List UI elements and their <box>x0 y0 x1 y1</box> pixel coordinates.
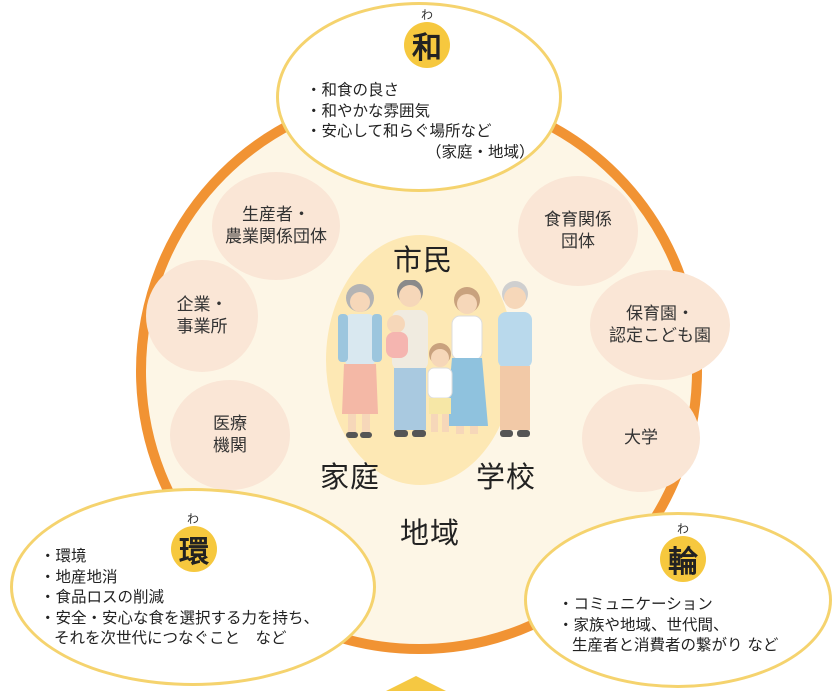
grandpa-figure <box>498 281 532 437</box>
environment-line-4: ・安全・安心な食を選択する力を持ち、 <box>40 608 320 627</box>
environment-line-2: ・地産地消 <box>40 567 118 586</box>
harmony-text: ・和食の良さ ・和やかな雰囲気 ・安心して和らぐ場所など （家庭・地域） <box>306 80 535 162</box>
producers-line2: 農業関係団体 <box>225 227 327 247</box>
baby-figure <box>386 315 408 358</box>
nursery-line1: 保育園・ <box>626 303 694 324</box>
mother-figure <box>446 287 488 434</box>
medical-line1: 医療 <box>213 413 247 434</box>
environment-text: ・環境 ・地産地消 ・食品ロスの削減 ・安全・安心な食を選択する力を持ち、 それ… <box>40 546 319 649</box>
nursery-circle: 保育園・認定こども園 <box>590 270 730 380</box>
food-edu-line1: 食育関係 <box>544 209 612 230</box>
producers-line1: 生産者・ <box>242 204 310 225</box>
harmony-line-4: （家庭・地域） <box>426 142 535 161</box>
environment-ruby: わ <box>187 512 200 526</box>
boy-figure <box>427 343 453 432</box>
circle-bond-badge: 輪 <box>660 536 706 582</box>
harmony-line-3: ・安心して和らぐ場所など <box>306 122 492 141</box>
circle-bond-line-3: 生産者と消費者の繋がり など <box>572 636 779 655</box>
circle-bond-line-2: ・家族や地域、世代間、 <box>558 615 729 634</box>
university-line1: 大学 <box>624 427 658 448</box>
circle-bond-line-1: ・コミュニケーション <box>558 595 713 613</box>
environment-line-1: ・環境 <box>40 547 87 565</box>
harmony-ruby: わ <box>421 8 434 22</box>
environment-bubble <box>10 488 376 686</box>
down-arrow-icon <box>386 676 446 691</box>
business-line2: 事業所 <box>176 317 228 337</box>
citizens-label: 市民 <box>393 243 454 277</box>
environment-line-5: それを次世代につなぐこと など <box>54 629 287 648</box>
environment-line-3: ・食品ロスの削減 <box>40 588 165 607</box>
medical-circle: 医療機関 <box>170 380 290 490</box>
father-figure <box>392 280 428 437</box>
circle-bond-text: ・コミュニケーション ・家族や地域、世代間、 生産者と消費者の繋がり など <box>558 594 778 656</box>
family-illustration <box>338 280 532 438</box>
medical-line2: 機関 <box>213 436 247 456</box>
business-line1: 企業・ <box>176 294 228 315</box>
producers-circle: 生産者・農業関係団体 <box>212 172 340 280</box>
harmony-line-2: ・和やかな雰囲気 <box>306 101 431 120</box>
nursery-line2: 認定こども園 <box>609 326 711 346</box>
food-edu-line2: 団体 <box>561 232 595 252</box>
grandma-figure <box>338 284 382 438</box>
harmony-badge: 和 <box>404 22 450 68</box>
region-label: 地域 <box>400 516 461 550</box>
environment-badge: 環 <box>171 526 217 572</box>
food-education-circle: 食育関係団体 <box>518 176 638 286</box>
circle-bond-ruby: わ <box>677 522 690 536</box>
business-circle: 企業・事業所 <box>146 260 258 372</box>
school-label: 学校 <box>476 460 537 494</box>
home-label: 家庭 <box>320 460 381 494</box>
harmony-line-1: ・和食の良さ <box>306 81 400 99</box>
university-circle: 大学 <box>582 384 700 492</box>
